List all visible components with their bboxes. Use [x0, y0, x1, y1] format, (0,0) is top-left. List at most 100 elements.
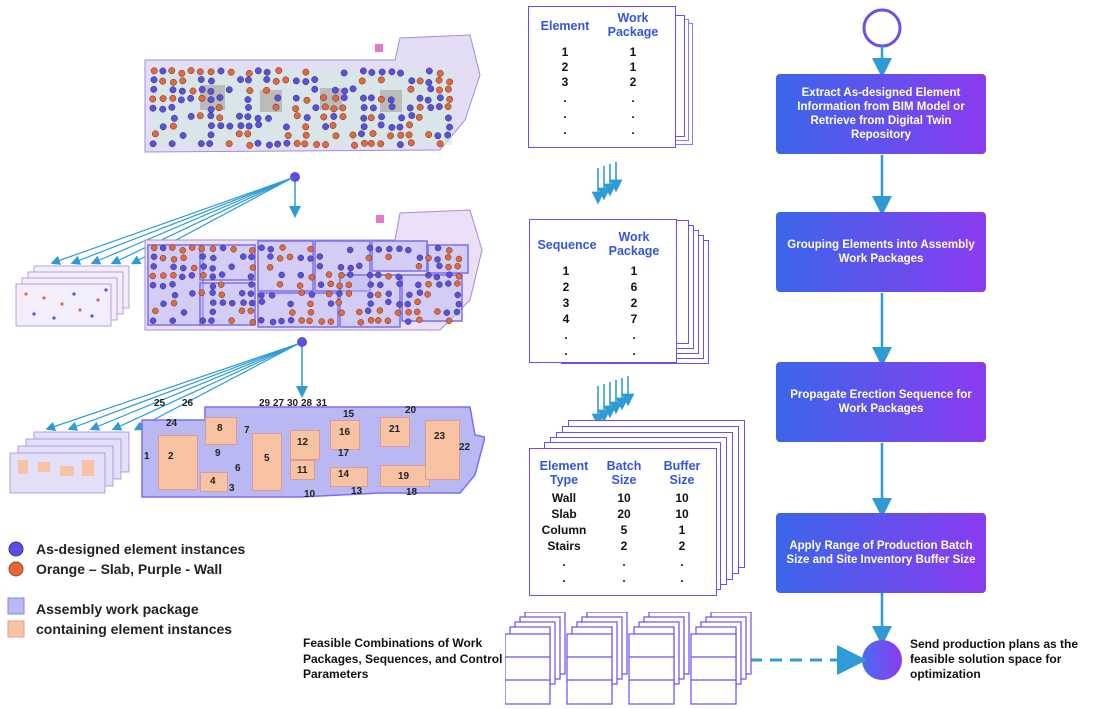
slab-element-dot: [263, 86, 270, 94]
slab-element-dot: [415, 263, 423, 270]
wall-element-dot: [453, 308, 461, 316]
slab-element-dot: [445, 263, 452, 271]
slab-element-dot: [282, 76, 290, 84]
slab-element-dot: [329, 122, 337, 129]
slab-element-dot: [150, 244, 158, 252]
slab-element-dot: [196, 68, 204, 76]
table-cell: 5: [620, 523, 628, 537]
table-cell: 2: [678, 539, 686, 553]
wall-element-dot: [159, 67, 167, 75]
table-cell: 7: [630, 312, 638, 326]
slab-element-dot: [407, 85, 415, 93]
slab-dot-icon: [8, 561, 24, 577]
wall-element-dot: [388, 68, 396, 76]
slab-element-dot: [455, 273, 463, 280]
wall-element-dot: [237, 122, 245, 130]
slab-element-dot: [413, 308, 421, 316]
slab-element-dot: [436, 69, 444, 77]
slab-element-dot: [296, 282, 304, 289]
wall-element-dot: [436, 94, 444, 102]
slab-element-dot: [444, 254, 452, 261]
wall-element-dot: [454, 291, 461, 299]
wall-element-dot: [340, 69, 348, 77]
wall-element-dot: [207, 96, 215, 104]
wall-element-dot: [171, 292, 179, 299]
table-cell: 1: [629, 45, 637, 59]
slab-element-dot: [414, 298, 421, 306]
table-cell: .: [631, 107, 635, 121]
wall-element-dot: [236, 112, 243, 120]
wall-element-dot: [248, 281, 255, 288]
slab-element-dot: [407, 139, 415, 147]
slab-element-dot: [272, 103, 280, 111]
wall-element-dot: [292, 77, 300, 85]
wall-element-dot: [180, 309, 188, 316]
table-cell: .: [631, 123, 635, 137]
wall-element-dot: [302, 78, 310, 86]
slab-element-dot: [170, 256, 178, 263]
wall-element-dot: [358, 130, 365, 138]
wall-element-dot: [397, 69, 404, 77]
wall-element-dot: [237, 76, 244, 83]
wall-element-dot: [177, 96, 185, 104]
slab-element-dot: [307, 309, 315, 316]
slab-element-dot: [160, 272, 167, 279]
wall-element-dot: [356, 262, 363, 270]
wall-element-dot: [206, 140, 214, 148]
slab-element-dot: [170, 78, 177, 86]
wall-element-dot: [267, 246, 274, 253]
slab-element-dot: [170, 299, 178, 307]
wall-element-dot: [150, 263, 157, 270]
element-box-icon: [7, 620, 25, 638]
wall-element-dot: [311, 85, 319, 93]
wall-element-dot: [238, 289, 246, 297]
wall-element-dot: [287, 317, 295, 324]
wall-element-dot: [245, 104, 252, 111]
slab-element-dot: [198, 94, 206, 102]
slab-element-dot: [235, 130, 243, 138]
slab-element-dot: [405, 131, 413, 139]
slab-element-dot: [345, 281, 353, 289]
slab-element-dot: [216, 114, 224, 122]
wall-element-dot: [396, 123, 404, 131]
slab-element-dot: [249, 247, 256, 254]
table-header: Element Type: [539, 459, 589, 487]
wall-element-dot: [150, 85, 158, 93]
wall-element-dot: [360, 114, 368, 122]
slab-element-dot: [218, 281, 225, 288]
wall-element-dot: [436, 262, 443, 270]
slab-element-dot: [436, 86, 443, 94]
wall-element-dot: [395, 273, 402, 281]
slab-element-dot: [361, 139, 368, 147]
wall-element-dot: [207, 131, 215, 139]
wall-element-dot: [209, 289, 216, 296]
wall-element-dot: [427, 85, 435, 93]
wall-element-dot: [385, 290, 392, 297]
batch-buffer-table: Element Type Batch Size Buffer Size Wall…: [529, 448, 717, 596]
wall-element-dot: [168, 140, 176, 148]
slab-element-dot: [189, 87, 197, 95]
slab-element-dot: [339, 104, 347, 112]
table-cell: 1: [562, 264, 570, 278]
slab-element-dot: [454, 280, 461, 287]
slab-element-dot: [313, 141, 321, 148]
wall-element-dot: [229, 299, 236, 307]
wall-element-dot: [179, 273, 186, 281]
slab-element-dot: [198, 289, 205, 296]
table-cell: .: [563, 107, 567, 121]
slab-element-dot: [377, 95, 385, 103]
start-node: [862, 8, 902, 48]
slab-element-dot: [349, 131, 357, 139]
slab-element-dot: [446, 78, 454, 86]
step-propagate-sequence: Propagate Erection Sequence for Work Pac…: [776, 362, 986, 442]
slab-element-dot: [244, 130, 252, 138]
wall-element-dot: [150, 253, 158, 260]
wall-element-dot: [303, 114, 311, 121]
legend-label: Assembly work package: [36, 601, 199, 617]
slab-element-dot: [424, 291, 431, 298]
wall-element-dot: [396, 280, 403, 287]
wall-element-dot: [327, 300, 335, 307]
table-header: Element: [540, 19, 590, 33]
wall-element-dot: [228, 263, 235, 270]
wall-element-dot: [217, 122, 225, 130]
